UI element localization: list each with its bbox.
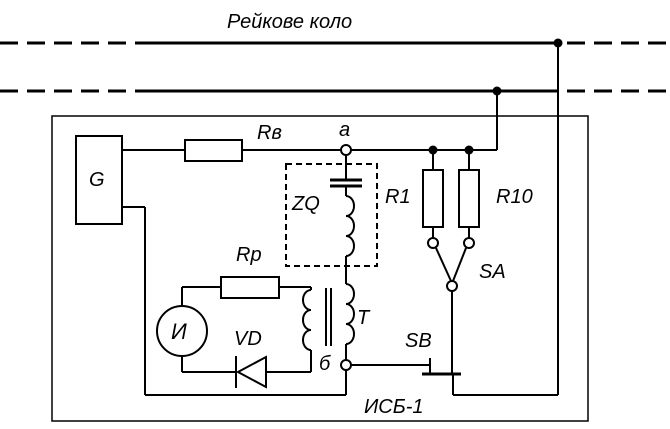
r10-label: R10	[496, 186, 533, 208]
resistor-rv	[184, 139, 243, 162]
diode-label: VD	[234, 328, 262, 350]
junction-rail-1	[553, 38, 563, 48]
top-wire	[122, 43, 559, 396]
secondary-circuit-wires	[181, 286, 312, 373]
resistor-r10	[458, 169, 480, 228]
resistor-rp	[220, 276, 280, 299]
zq-label: ZQ	[291, 193, 320, 215]
switch-contact-r10	[463, 237, 475, 249]
generator-label: G	[89, 169, 105, 191]
node-a	[340, 144, 352, 156]
generator-box	[75, 135, 123, 225]
meter-label: И	[171, 319, 187, 344]
button-sb	[351, 358, 461, 395]
rp-label: Rр	[236, 244, 262, 266]
node-b-label: б	[319, 353, 331, 375]
transformer-secondary	[302, 289, 312, 351]
zq-capacitor	[330, 155, 362, 196]
junction-rail-2	[492, 86, 502, 96]
node-a-label: а	[339, 119, 350, 141]
button-sb-label: SB	[405, 330, 432, 352]
zq-filter-box	[285, 163, 378, 267]
zq-inductor	[345, 195, 355, 257]
switch-sa-label: SA	[479, 261, 506, 283]
meter	[156, 305, 208, 357]
switch-contact-r1	[427, 237, 439, 249]
return-wire	[122, 206, 347, 396]
rail-circuit-label: Рейкове коло	[227, 11, 352, 33]
switch-sa	[435, 247, 467, 375]
resistor-r1	[422, 169, 444, 228]
r1-label: R1	[385, 186, 411, 208]
device-label: ИСБ-1	[364, 396, 424, 418]
diode	[235, 355, 267, 389]
transformer-primary	[345, 283, 355, 345]
rv-label: Rв	[257, 122, 282, 144]
node-b	[340, 359, 352, 371]
transformer-label: T	[357, 307, 371, 329]
rail-circuit-lines	[0, 41, 670, 93]
device-enclosure	[51, 115, 589, 422]
